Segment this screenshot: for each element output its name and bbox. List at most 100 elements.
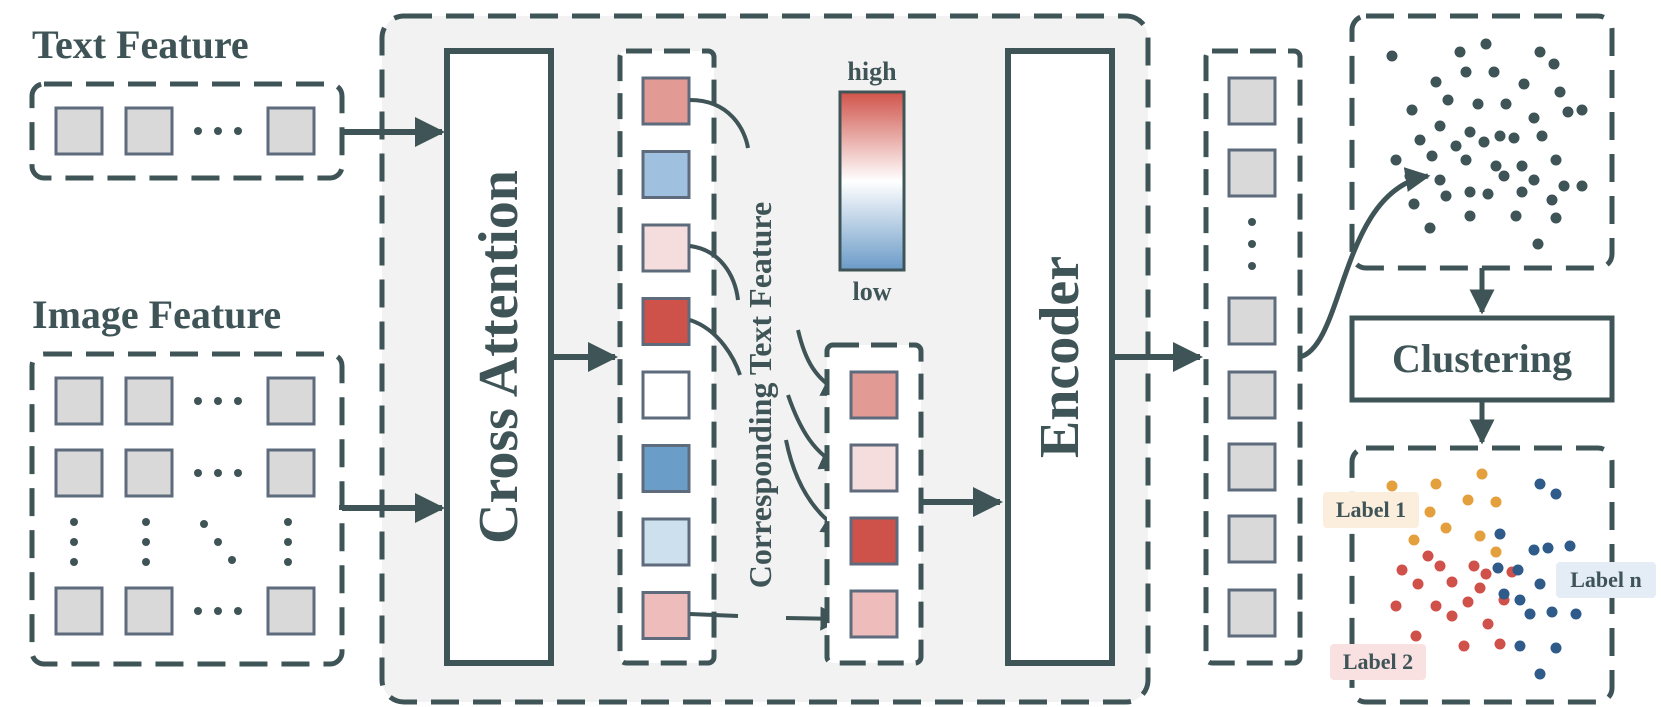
image-token — [54, 376, 104, 426]
text-token — [124, 106, 174, 156]
cluster-point-label-n — [1524, 608, 1536, 620]
scatter-point — [1454, 46, 1466, 58]
scatter-point — [1434, 120, 1446, 132]
scatter-point — [1558, 180, 1570, 192]
embedding-token — [1227, 370, 1277, 420]
clustering-box — [1349, 315, 1615, 403]
scatter-point — [1430, 76, 1442, 88]
cluster-point-label-n — [1498, 588, 1510, 600]
cluster-point-label-2 — [1480, 568, 1492, 580]
scatter-point — [1464, 210, 1476, 222]
ellipsis-dot — [194, 127, 202, 135]
cluster-point-label-2 — [1446, 610, 1458, 622]
scatter-point — [1532, 238, 1544, 250]
ellipsis-dot — [200, 520, 208, 528]
ellipsis-dot — [214, 397, 222, 405]
scatter-point — [1536, 130, 1548, 142]
scatter-point — [1528, 174, 1540, 186]
cluster-point-label-n — [1550, 642, 1562, 654]
ellipsis-dot — [214, 607, 222, 615]
label-1-text: Label 1 — [1336, 497, 1406, 522]
cluster-point-label-2 — [1434, 560, 1446, 572]
image-token — [54, 586, 104, 636]
embedding-token — [1227, 148, 1277, 198]
cluster-point-label-2 — [1412, 578, 1424, 590]
clustering-label: Clustering — [1392, 336, 1572, 381]
cluster-point-label-n — [1570, 608, 1582, 620]
cluster-point-label-n — [1542, 542, 1554, 554]
cluster-point-label-2 — [1474, 582, 1486, 594]
ellipsis-dot — [214, 469, 222, 477]
ellipsis-dot — [214, 127, 222, 135]
ellipsis-dot — [1248, 262, 1256, 270]
attention-cell — [641, 223, 691, 273]
scatter-point — [1550, 154, 1562, 166]
ellipsis-dot — [70, 538, 78, 546]
scatter-point — [1518, 78, 1530, 90]
ellipsis-dot — [70, 558, 78, 566]
scatter-point — [1426, 150, 1438, 162]
image-token — [266, 448, 316, 498]
cluster-point-label-2 — [1468, 560, 1480, 572]
scatter-point — [1442, 94, 1454, 106]
scatter-point — [1562, 106, 1574, 118]
ellipsis-dot — [1248, 218, 1256, 226]
cluster-point-label-2 — [1430, 600, 1442, 612]
text-token — [54, 106, 104, 156]
ellipsis-dot — [70, 518, 78, 526]
scatter-point — [1404, 170, 1416, 182]
scatter-point — [1494, 130, 1506, 142]
clustered-scatter-points — [1386, 468, 1582, 680]
scatter-point — [1434, 174, 1446, 186]
embedding-to-scatter-arrow — [1299, 167, 1431, 360]
ellipsis-dot — [284, 538, 292, 546]
attention-cell — [641, 444, 691, 493]
scatter-point — [1450, 140, 1462, 152]
selected-cells — [849, 370, 899, 639]
cluster-point-label-2 — [1482, 618, 1494, 630]
scatter-point — [1464, 186, 1476, 198]
cluster-point-label-n — [1528, 544, 1540, 556]
scatter-point — [1390, 154, 1402, 166]
image-token — [266, 376, 316, 426]
image-token — [54, 448, 104, 498]
scatter-point — [1472, 98, 1484, 110]
ellipsis-dot — [228, 556, 236, 564]
ellipsis-dot — [194, 607, 202, 615]
embedding-token — [1227, 588, 1277, 638]
scatter-point — [1414, 134, 1426, 146]
cluster-point-label-2 — [1410, 630, 1422, 642]
cluster-point-label-1 — [1408, 534, 1420, 546]
selection-arrow — [689, 244, 740, 301]
text-token — [266, 106, 316, 156]
selection-arrow — [689, 612, 739, 618]
label-2-text: Label 2 — [1343, 649, 1413, 674]
image-feature-title: Image Feature — [32, 292, 281, 337]
image-token — [124, 448, 174, 498]
ellipsis-dot — [194, 469, 202, 477]
ellipsis-dot — [194, 397, 202, 405]
scatter-point — [1460, 154, 1472, 166]
cluster-point-label-1 — [1462, 494, 1474, 506]
scatter-point — [1548, 58, 1560, 70]
image-to-attention-arrow — [339, 493, 445, 523]
scatter-point — [1510, 210, 1522, 222]
text-feature-title: Text Feature — [32, 22, 249, 67]
encoder-label: Encoder — [1029, 256, 1091, 458]
scatter-point — [1576, 104, 1588, 116]
embedding-token — [1227, 514, 1277, 564]
cluster-point-label-n — [1512, 564, 1524, 576]
scatter-point — [1554, 86, 1566, 98]
attention-weights-column — [617, 48, 717, 666]
label-2-badge — [1330, 644, 1426, 680]
cluster-point-label-1 — [1490, 546, 1502, 558]
embedding-token — [1227, 76, 1277, 126]
cluster-point-label-n — [1546, 606, 1558, 618]
ellipsis-dot — [234, 127, 242, 135]
scale-low-label: low — [853, 277, 892, 306]
scatter-point — [1508, 132, 1520, 144]
scatter-point — [1550, 212, 1562, 224]
cluster-point-label-2 — [1422, 550, 1434, 562]
cross-attention-label: Cross Attention — [468, 170, 530, 544]
ellipsis-dot — [234, 397, 242, 405]
